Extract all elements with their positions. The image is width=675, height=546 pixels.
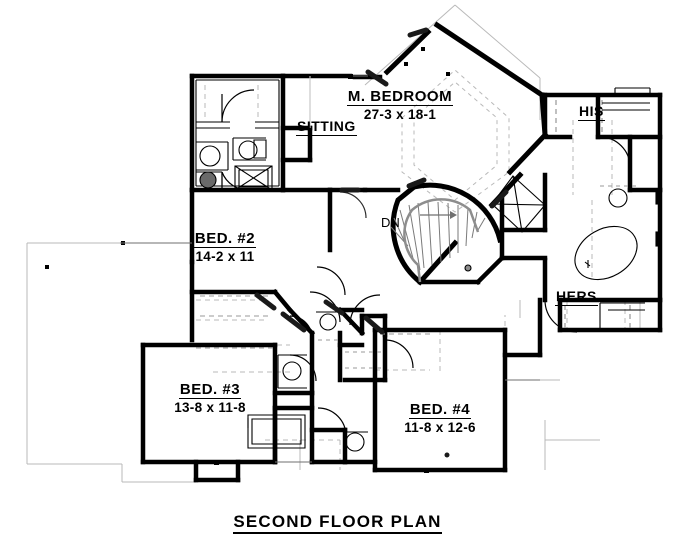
wall-lines	[140, 21, 663, 483]
thin-connector-lines	[120, 75, 540, 463]
window-markers	[45, 47, 450, 473]
plan-title-text: SECOND FLOOR PLAN	[233, 512, 442, 534]
door-swings	[221, 89, 631, 437]
stair-direction-label: DN	[381, 215, 400, 230]
fixture-lines	[195, 76, 662, 452]
door-leafs	[254, 27, 509, 458]
plan-title: SECOND FLOOR PLAN	[0, 512, 675, 534]
